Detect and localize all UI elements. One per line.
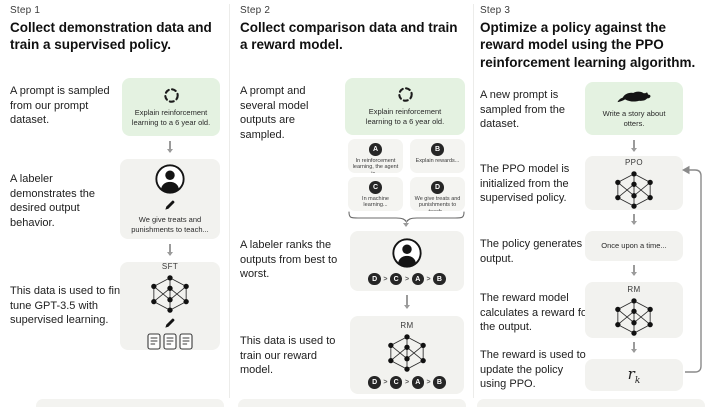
pencil-icon bbox=[164, 199, 176, 211]
caption-policy-generates: The policy generates an output. bbox=[480, 238, 598, 265]
ranking-row: D > C > A > B bbox=[368, 376, 446, 389]
rank-separator: > bbox=[404, 275, 410, 283]
documents-icon bbox=[147, 333, 193, 350]
network-icon bbox=[612, 170, 656, 209]
caption-labeler-demonstrates: A labeler demonstrates the desired outpu… bbox=[10, 173, 95, 229]
ppo-model-box: PPO bbox=[585, 156, 683, 210]
step-label: Step 3 bbox=[480, 5, 511, 16]
step-label: Step 1 bbox=[10, 5, 41, 16]
rank-item: C bbox=[389, 272, 403, 286]
down-arrow bbox=[406, 295, 408, 308]
column-divider bbox=[473, 4, 474, 398]
option-text: In reinforcement learning, the agent is.… bbox=[352, 157, 399, 174]
step-title: Optimize a policy against the reward mod… bbox=[480, 20, 696, 70]
labeler-person-icon bbox=[391, 237, 423, 269]
sft-model-box: SFT bbox=[120, 262, 220, 350]
rank-item: B bbox=[433, 376, 446, 389]
caption-prompt-sampled: A prompt is sampled from our prompt data… bbox=[10, 85, 110, 127]
down-arrow bbox=[169, 244, 171, 255]
option-text: We give treats and punishments to teach.… bbox=[414, 195, 461, 212]
output-option-b: B Explain rewards... bbox=[410, 139, 465, 173]
option-letter: B bbox=[431, 143, 444, 156]
down-arrow bbox=[633, 265, 635, 275]
down-arrow bbox=[169, 141, 171, 152]
option-text: Explain rewards... bbox=[415, 157, 460, 164]
caption-labeler-ranks: A labeler ranks the outputs from best to… bbox=[240, 239, 338, 281]
rank-item: A bbox=[411, 376, 425, 389]
rank-item: A bbox=[411, 272, 425, 286]
option-letter: C bbox=[369, 181, 382, 194]
reward-model-box: RM bbox=[585, 282, 683, 338]
rank-item: D bbox=[368, 376, 381, 389]
otter-icon bbox=[617, 89, 651, 105]
sample-prompt-icon bbox=[397, 86, 414, 103]
caption-rm-calculates: The reward model calculates a reward for… bbox=[480, 292, 591, 334]
rank-separator: > bbox=[404, 379, 410, 386]
step-title: Collect demonstration data and train a s… bbox=[10, 20, 212, 53]
caption-new-prompt: A new prompt is sampled from the dataset… bbox=[480, 89, 565, 131]
step-title: Collect comparison data and train a rewa… bbox=[240, 20, 458, 53]
next-row-card-peek bbox=[238, 399, 466, 407]
rank-item: B bbox=[433, 272, 446, 286]
rm-label: RM bbox=[627, 284, 641, 294]
labeler-person-icon bbox=[154, 163, 186, 195]
network-icon bbox=[148, 275, 192, 313]
rank-item: C bbox=[389, 376, 403, 389]
caption-train-reward-model: This data is used to train our reward mo… bbox=[240, 335, 336, 377]
next-row-card-peek bbox=[477, 399, 705, 407]
option-letter: A bbox=[369, 143, 382, 156]
prompt-text: Explain reinforcement learning to a 6 ye… bbox=[131, 107, 211, 127]
labeler-ranking-box: D > C > A > B bbox=[350, 231, 464, 291]
feedback-loop-arrow bbox=[682, 165, 702, 373]
reward-value: rk bbox=[627, 364, 641, 386]
reward-value-box: rk bbox=[585, 359, 683, 391]
prompt-text: Write a story about otters. bbox=[602, 108, 666, 128]
rank-separator: > bbox=[426, 275, 431, 283]
sft-label: SFT bbox=[161, 262, 179, 271]
demonstration-text: We give treats and punishments to teach.… bbox=[131, 215, 209, 234]
pencil-icon bbox=[164, 317, 176, 329]
rank-item: D bbox=[368, 272, 381, 286]
caption-ppo-initialized: The PPO model is initialized from the su… bbox=[480, 163, 570, 205]
rm-label: RM bbox=[400, 321, 414, 331]
policy-output-text: Once upon a time... bbox=[601, 241, 667, 251]
sample-prompt-icon bbox=[163, 87, 180, 104]
column-divider bbox=[229, 4, 230, 398]
rank-separator: > bbox=[383, 275, 388, 283]
prompt-text: Explain reinforcement learning to a 6 ye… bbox=[365, 107, 445, 126]
down-arrow bbox=[633, 214, 635, 224]
output-option-d: D We give treats and punishments to teac… bbox=[410, 177, 465, 211]
caption-outputs-sampled: A prompt and several model outputs are s… bbox=[240, 85, 309, 141]
option-letter: D bbox=[431, 181, 444, 194]
ranking-row: D > C > A > B bbox=[368, 272, 446, 286]
rank-separator: > bbox=[426, 379, 431, 386]
network-icon bbox=[385, 334, 429, 373]
ppo-label: PPO bbox=[624, 157, 644, 167]
policy-output-box: Once upon a time... bbox=[585, 231, 683, 261]
rank-separator: > bbox=[383, 379, 388, 386]
option-text: In machine learning... bbox=[362, 195, 389, 209]
output-option-a: A In reinforcement learning, the agent i… bbox=[348, 139, 403, 173]
caption-finetune-gpt: This data is used to fine-tune GPT-3.5 w… bbox=[10, 285, 130, 327]
down-arrow bbox=[405, 221, 408, 226]
output-option-c: C In machine learning... bbox=[348, 177, 403, 211]
down-arrow bbox=[633, 140, 635, 151]
labeler-demo-box: We give treats and punishments to teach.… bbox=[120, 159, 220, 239]
down-arrow bbox=[633, 342, 635, 352]
step-label: Step 2 bbox=[240, 5, 271, 16]
prompt-box: Write a story about otters. bbox=[585, 82, 683, 135]
caption-reward-updates: The reward is used to update the policy … bbox=[480, 349, 586, 391]
next-row-card-peek bbox=[36, 399, 224, 407]
prompt-box: Explain reinforcement learning to a 6 ye… bbox=[122, 78, 220, 136]
network-icon bbox=[612, 297, 656, 336]
prompt-box: Explain reinforcement learning to a 6 ye… bbox=[345, 78, 465, 135]
reward-model-box: RM D > C > A > B bbox=[350, 316, 464, 394]
